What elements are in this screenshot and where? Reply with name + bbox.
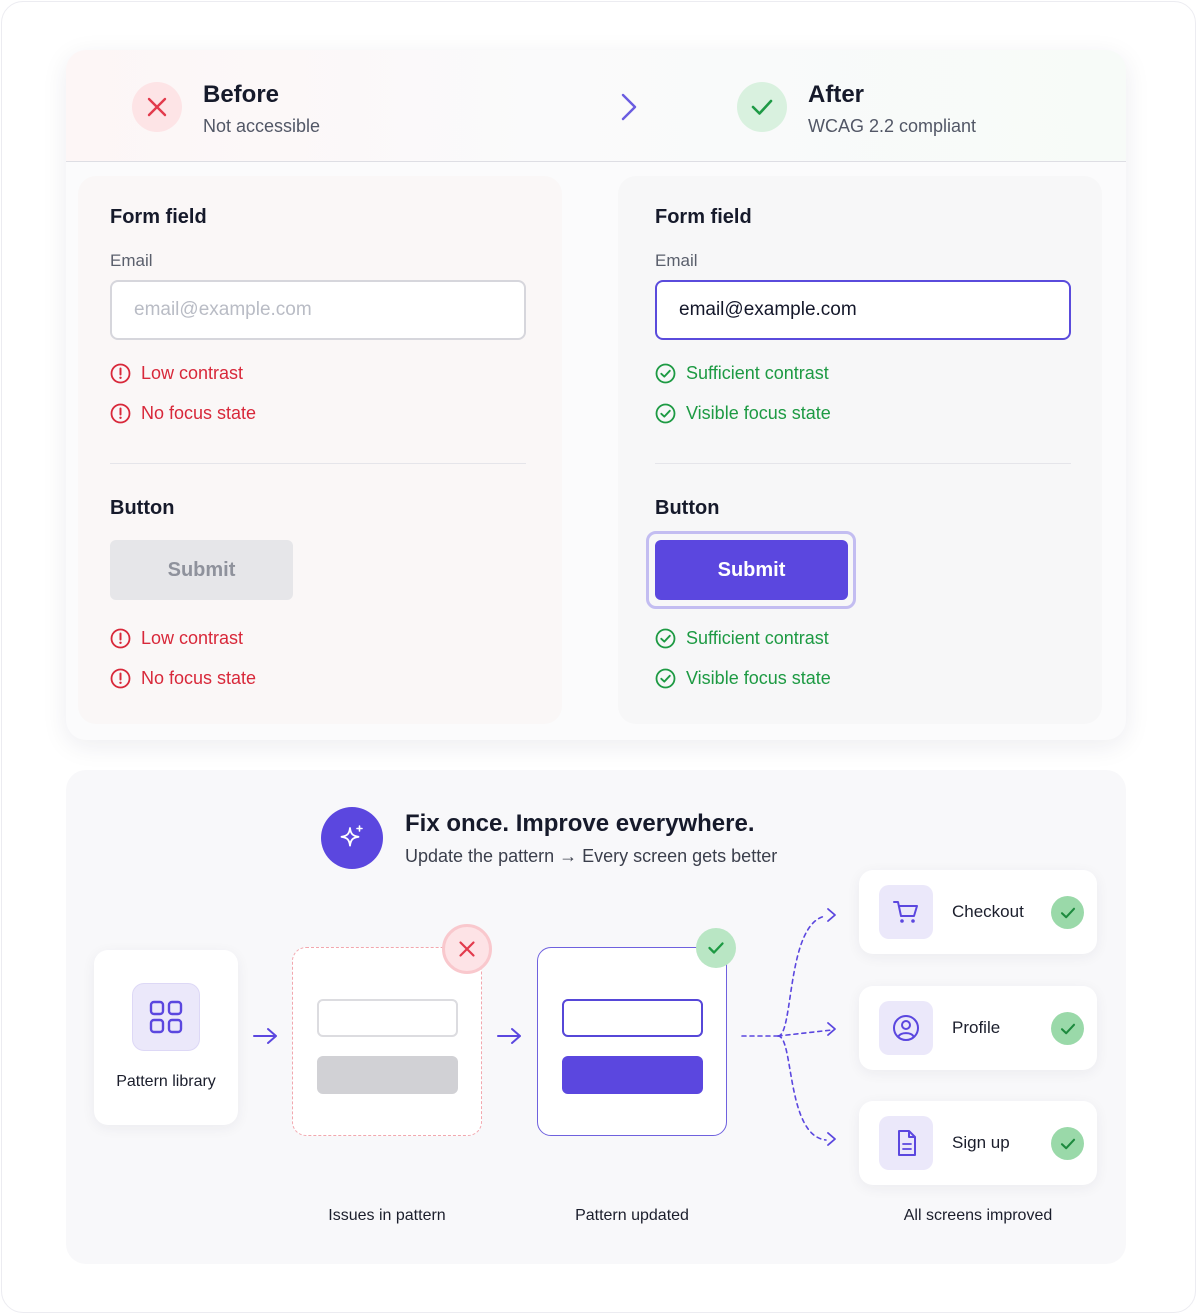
pass-label: Sufficient contrast [686,628,829,648]
screen-check-badge [1051,1127,1084,1160]
mini-button [562,1056,703,1094]
issue-label: No focus state [141,403,257,423]
issue-label: No focus state [141,668,257,688]
check-circle-icon [655,403,676,424]
arrow-right-icon [561,93,637,121]
mini-input [317,999,458,1037]
form-issue-low-contrast: Low contrast [110,363,243,384]
check-icon [1060,907,1075,918]
library-tile [132,983,200,1051]
screen-card-profile[interactable]: Profile [859,986,1097,1070]
button-title: Button [110,497,175,519]
section-subtitle: Update the pattern → Every screen gets b… [405,846,778,866]
email-input-accessible[interactable]: email@example.com [655,280,1071,340]
pass-label: Visible focus state [686,403,831,423]
sparkle-badge [321,807,383,869]
form-pass-contrast: Sufficient contrast [655,363,829,384]
screen-check-badge [1051,896,1084,929]
screen-icon-tile [879,885,933,939]
before-status [132,82,182,132]
button-pass-focus: Visible focus state [655,668,831,689]
alert-circle-icon [110,403,131,424]
check-circle-icon [655,628,676,649]
mini-input [562,999,703,1037]
button-issue-low-contrast: Low contrast [110,628,243,649]
submit-button-inaccessible[interactable]: Submit [110,540,293,600]
focus-ring [646,531,856,609]
email-input-inaccessible[interactable]: email@example.com [110,280,526,340]
before-panel: Form field Email email@example.com Low c… [78,176,562,724]
alert-circle-icon [110,363,131,384]
screen-label: Profile [952,1018,1001,1037]
screen-icon-tile [879,1116,933,1170]
comparison-header: Before Not accessible After WCAG 2.2 com… [66,50,1126,162]
success-badge [696,928,736,968]
submit-button-accessible[interactable]: Submit [655,540,848,600]
close-icon [459,941,475,957]
fan-out-connector [741,908,836,1146]
check-icon [751,99,773,115]
grid-icon [149,1000,183,1034]
check-icon [1060,1138,1075,1149]
check-circle-icon [655,363,676,384]
alert-circle-icon [110,628,131,649]
divider [655,463,1071,464]
alert-circle-icon [110,668,131,689]
form-pass-focus: Visible focus state [655,403,831,424]
sparkle-icon [340,825,363,847]
before-title: Before [203,81,280,108]
pattern-library-label: Pattern library [116,1073,216,1090]
button-issue-no-focus: No focus state [110,668,256,689]
screen-label: Checkout [952,902,1024,921]
after-title: After [808,81,865,108]
mini-button [317,1056,458,1094]
form-field-title: Form field [655,206,752,228]
comparison-card: Before Not accessible After WCAG 2.2 com… [66,50,1126,740]
document-icon [898,1130,916,1156]
screen-card-checkout[interactable]: Checkout [859,870,1097,954]
cart-icon [893,901,918,923]
updated-caption: Pattern updated [575,1207,689,1224]
check-circle-icon [655,668,676,689]
after-subtitle: WCAG 2.2 compliant [808,116,977,136]
email-label: Email [110,251,153,270]
error-badge [442,924,492,974]
email-label: Email [655,251,698,270]
screen-icon-tile [879,1001,933,1055]
user-circle-icon [893,1015,919,1041]
form-issue-no-focus: No focus state [110,403,256,424]
arrow-right-icon [497,1028,521,1044]
before-subtitle: Not accessible [203,116,321,136]
issues-caption: Issues in pattern [328,1207,446,1224]
issues-pattern-card [292,947,482,1136]
updated-pattern-card [537,947,727,1136]
screen-label: Sign up [952,1133,1010,1152]
button-title: Button [655,497,720,519]
form-field-title: Form field [110,206,207,228]
button-pass-contrast: Sufficient contrast [655,628,829,649]
screens-caption: All screens improved [903,1207,1053,1224]
close-icon [147,97,167,117]
divider [110,463,526,464]
pattern-library-card[interactable]: Pattern library [94,950,238,1125]
after-status [737,82,787,132]
arrow-right-icon [253,1028,277,1044]
issue-label: Low contrast [141,363,244,383]
issue-label: Low contrast [141,628,244,648]
screen-check-badge [1051,1012,1084,1045]
check-icon [708,942,724,954]
check-icon [1060,1023,1075,1034]
pass-label: Visible focus state [686,668,831,688]
pass-label: Sufficient contrast [686,363,829,383]
screen-card-signup[interactable]: Sign up [859,1101,1097,1185]
section-title: Fix once. Improve everywhere. [405,810,755,837]
pattern-flow-card: Fix once. Improve everywhere. Update the… [66,770,1126,1264]
after-panel: Form field Email email@example.com Suffi… [618,176,1102,724]
